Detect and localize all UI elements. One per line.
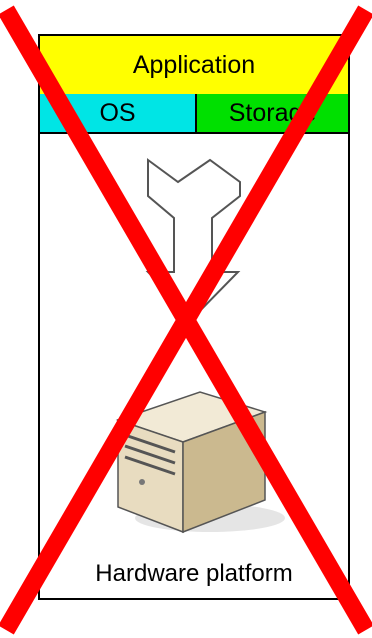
cross-out-mark [6,10,366,630]
